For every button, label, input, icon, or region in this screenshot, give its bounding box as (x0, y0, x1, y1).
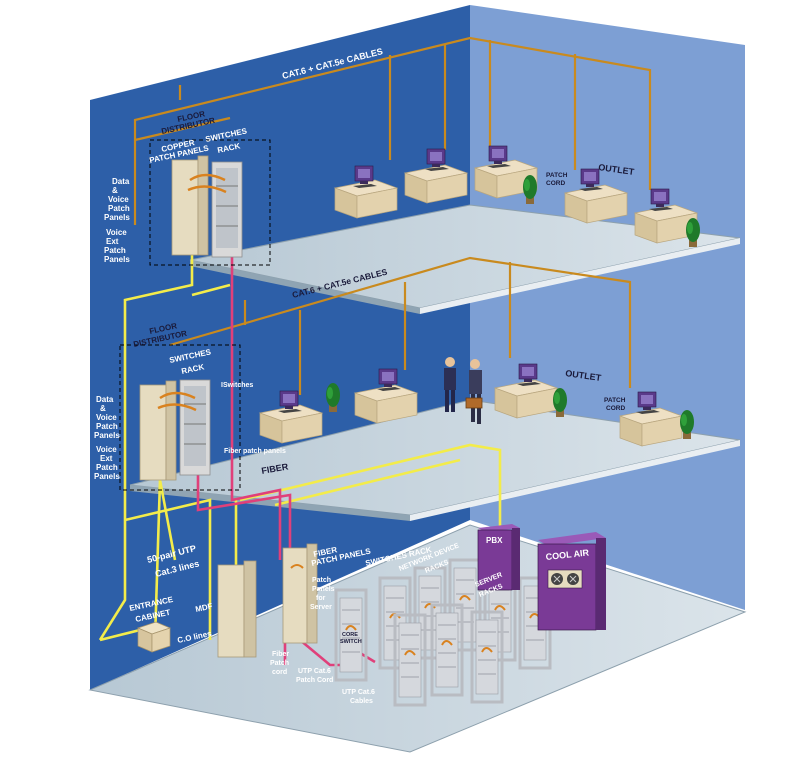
floor3-dv-4: Patch (108, 204, 130, 213)
right-wall (470, 5, 745, 610)
floor3-distributor-outline (149, 139, 271, 266)
fiber-patch-cord-label: Fiber Patch cord (270, 651, 289, 676)
mdf-rack (217, 560, 257, 658)
patch-panels-server-label: Patch Panels for Server (310, 577, 335, 611)
floor3-dv-2: & (112, 186, 118, 195)
floor3-orange-cables (133, 36, 652, 225)
floor-3-edge (190, 260, 420, 314)
fpc-2: Patch (270, 660, 289, 667)
floor2-orange-cables (169, 256, 632, 395)
floor2-fiber-label: FIBER (261, 461, 290, 476)
floor2-dv-5: Panels (94, 431, 120, 440)
floor3-copper-patch-panels (171, 155, 209, 256)
floor2-ve-1: Voice (96, 445, 117, 454)
floor3-ve-3: Patch (104, 246, 126, 255)
fpc-3: cord (272, 669, 287, 676)
cool-air-unit (537, 532, 606, 631)
floor2-voice-ext-label: Voice Ext Patch Panels (94, 445, 120, 481)
floor3-dv-1: Data (112, 177, 130, 186)
floor2-dv-3: Voice (96, 413, 117, 422)
floor2-ve-4: Panels (94, 472, 120, 481)
mdf-label: MDF (195, 602, 214, 614)
floor2-dv-1: Data (96, 395, 114, 404)
cool-air-label: COOL AIR (545, 547, 590, 562)
utp-patch-cord-label: UTP Cat.6 Patch Cord (296, 668, 333, 684)
fpc-1: Fiber (272, 651, 289, 658)
pbx-unit (477, 524, 520, 591)
pps-2: Panels (312, 586, 335, 593)
pbx-label: PBX (486, 536, 503, 545)
floor3-patch-cord-label-1: PATCH (546, 172, 568, 179)
network-device-rack-5 (430, 603, 464, 697)
floor2-patch-cord-label-1: PATCH (604, 397, 626, 404)
floor3-ve-4: Panels (104, 255, 130, 264)
floor3-ve-2: Ext (106, 237, 119, 246)
network-device-rack-4 (393, 613, 427, 707)
uc-1: UTP Cat.6 (342, 689, 375, 696)
floor2-patch-cord-bundle (157, 391, 197, 412)
floor3-dv-3: Voice (108, 195, 129, 204)
server-rack-3 (470, 610, 504, 704)
business-people (444, 357, 483, 424)
floor3-patch-cord-label-2: CORD (546, 180, 565, 187)
pps-4: Server (310, 604, 332, 611)
pps-1: Patch (312, 577, 331, 584)
uc-2: Cables (350, 698, 373, 705)
floor3-voice-ext-label: Voice Ext Patch Panels (104, 228, 130, 264)
upc-1: UTP Cat.6 (298, 668, 331, 675)
floor3-patch-cord-bundle (187, 173, 227, 194)
floor2-data-voice-label: Data & Voice Patch Panels (94, 395, 120, 440)
floor2-patch-panels-rack (139, 380, 177, 481)
floor2-ve-3: Patch (96, 463, 118, 472)
floor2-dv-2: & (100, 404, 106, 413)
floor3-dv-5: Panels (104, 213, 130, 222)
floor2-distributor-outline (119, 344, 241, 491)
floor-3-edge-right (420, 238, 740, 314)
fiber-patch-panels-rack (282, 543, 318, 644)
floor-2-edge (130, 485, 410, 521)
floor2-iswitches-label: ISwitches (221, 382, 253, 389)
entrance-cabinet (137, 621, 171, 653)
core-switch-label-2: SWITCH (340, 639, 362, 645)
core-switch-label-1: CORE (342, 632, 358, 638)
floor-2-edge-right (410, 440, 740, 521)
utp-cables-label: UTP Cat.6 Cables (342, 689, 375, 705)
floor2-fiber-patch-panels-label: Fiber patch panels (224, 448, 286, 455)
pps-3: for (316, 595, 326, 602)
floor2-dv-4: Patch (96, 422, 118, 431)
floor3-ve-1: Voice (106, 228, 127, 237)
floor2-ve-2: Ext (100, 454, 113, 463)
floor2-patch-cord-label-2: CORD (606, 405, 625, 412)
upc-2: Patch Cord (296, 677, 333, 684)
floor3-data-voice-label: Data & Voice Patch Panels (104, 177, 130, 222)
